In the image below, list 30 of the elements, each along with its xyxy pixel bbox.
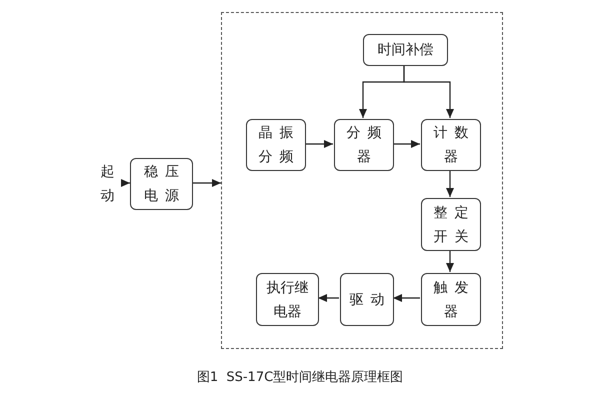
arrow <box>393 140 420 148</box>
arrow <box>446 250 454 272</box>
process-box <box>246 119 306 171</box>
arrow <box>393 294 420 302</box>
process-box <box>256 273 319 326</box>
box-label: 执行继电器 <box>266 278 310 322</box>
arrow <box>403 65 454 118</box>
arrow <box>121 179 130 187</box>
box-label: 整定开关 <box>432 204 476 246</box>
process-box <box>421 198 481 251</box>
box-label: 触发器 <box>432 278 476 322</box>
box-label: 计数器 <box>432 124 476 167</box>
caption: 图1 SS-17C型时间继电器原理框图 <box>196 369 404 386</box>
box-label: 稳压电源 <box>143 163 187 206</box>
box-label: 晶振分频 <box>258 124 302 167</box>
process-box <box>421 119 481 171</box>
process-box <box>334 119 394 171</box>
power-box <box>130 158 193 210</box>
box-label: 时间补偿 <box>376 41 434 60</box>
box-label: 驱动 <box>348 290 392 310</box>
dashed-frame <box>221 12 503 349</box>
arrow <box>193 179 221 187</box>
process-box <box>340 273 394 326</box>
arrow <box>305 140 333 148</box>
arrow <box>446 170 454 197</box>
box-label: 分频器 <box>346 124 390 167</box>
process-box <box>363 34 448 66</box>
start-label: 起动 <box>92 160 122 208</box>
process-box <box>421 273 481 326</box>
arrow <box>318 294 339 302</box>
